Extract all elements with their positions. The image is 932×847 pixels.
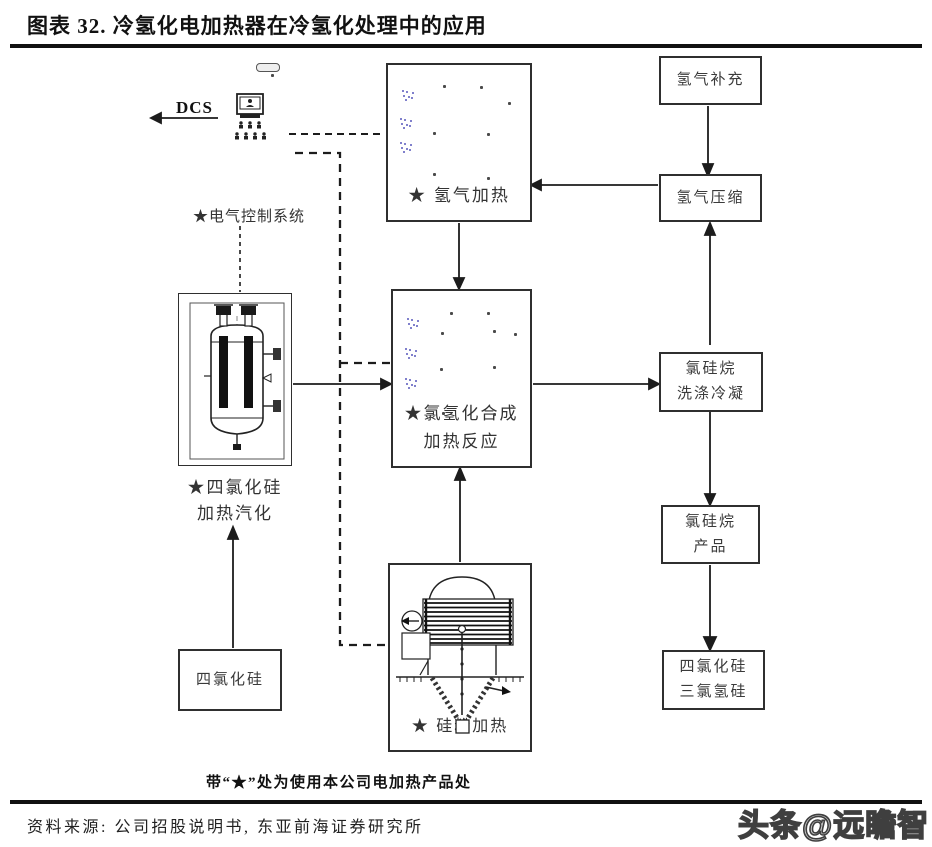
arrow-vessel-to-synthesis	[293, 377, 394, 391]
annotation-marks	[405, 378, 407, 380]
arrow-siheating-to-synthesis	[453, 465, 467, 562]
annotation-dot	[441, 332, 444, 335]
annotation-marks	[405, 348, 407, 350]
box-sicl4-tcs: 四氯化硅 三氯氢硅	[662, 650, 765, 710]
arrow-sicl4-to-vaporizer	[226, 524, 240, 648]
arrow-compress-to-heating	[528, 178, 658, 192]
vaporizer-vessel-drawing	[189, 302, 285, 460]
annotation-dot	[508, 102, 511, 105]
figure-title: 图表 32. 冷氢化电加热器在冷氢化处理中的应用	[27, 14, 487, 38]
annotation-dot	[433, 132, 436, 135]
silicon-heater-drawing	[396, 576, 524, 734]
box-synthesis-reactor: ★氯氢化合成 加热反应	[391, 289, 532, 468]
star-note: 带“★”处为使用本公司电加热产品处	[206, 775, 472, 791]
annotation-dot	[440, 368, 443, 371]
arrow-washing-to-compress	[703, 220, 717, 345]
annotation-dot	[493, 330, 496, 333]
dcs-device-icon	[256, 63, 280, 72]
annotation-dot	[487, 177, 490, 180]
control-system-label: ★电气控制系统	[193, 208, 306, 225]
annotation-dot	[514, 333, 517, 336]
arrow-supply-to-compress	[701, 106, 715, 179]
box-hydrogen-compress: 氢气压缩	[659, 174, 762, 222]
annotation-marks	[402, 90, 404, 92]
annotation-dot	[480, 86, 483, 89]
arrow-heating-to-synthesis	[452, 223, 466, 292]
annotation-dot	[442, 412, 445, 415]
source-line: 资料来源: 公司招股说明书, 东亚前海证券研究所	[27, 819, 424, 836]
annotation-dot	[493, 413, 496, 416]
annotation-dot	[450, 312, 453, 315]
box-chlorosilane-product: 氯硅烷 产品	[661, 505, 760, 564]
dcs-device-dot	[271, 74, 274, 77]
box-hydrogen-supply: 氢气补充	[659, 56, 762, 105]
dcs-label: DCS	[176, 98, 214, 117]
annotation-marks	[400, 142, 402, 144]
footer-divider	[10, 800, 922, 804]
box-chlorosilane-washing: 氯硅烷 洗涤冷凝	[659, 352, 763, 412]
annotation-marks	[407, 318, 409, 320]
dcs-workstation-icon	[235, 93, 266, 140]
arrow-synthesis-to-washing	[533, 377, 662, 391]
annotation-dot	[487, 312, 490, 315]
annotation-dot	[433, 173, 436, 176]
annotation-dot	[487, 133, 490, 136]
arrow-washing-to-product	[703, 412, 717, 508]
box-hydrogen-heating: ★ 氢气加热	[386, 63, 532, 222]
dashed-signal-trunk	[295, 151, 390, 647]
watermark: 头条@远瞻智库	[737, 807, 930, 844]
arrow-product-to-sicl4tcs	[702, 565, 718, 653]
annotation-dot	[443, 85, 446, 88]
box-sicl4-feed: 四氯化硅	[178, 649, 282, 711]
vaporizer-caption: ★四氯化硅 加热汽化	[187, 478, 283, 524]
annotation-dot	[493, 366, 496, 369]
annotation-marks	[400, 118, 402, 120]
title-divider	[10, 44, 922, 48]
